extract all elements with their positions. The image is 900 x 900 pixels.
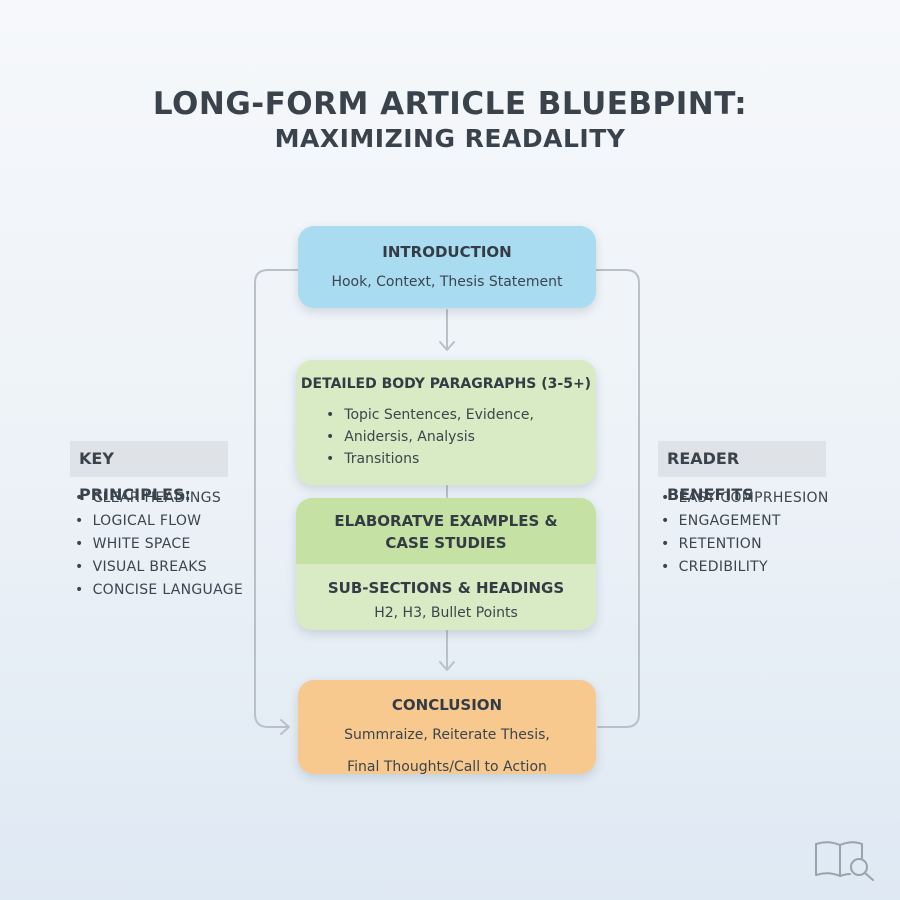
examples-header: ELABORATVE EXAMPLES & CASE STUDIES bbox=[296, 498, 596, 564]
key-principles-list: CLEAR HEADINGS LOGICAL FLOW WHITE SPACE … bbox=[75, 487, 243, 602]
examples-title-line2: CASE STUDIES bbox=[385, 534, 507, 552]
list-item: WHITE SPACE bbox=[75, 533, 243, 556]
body-paragraphs-list: Topic Sentences, Evidence, Anidersis, An… bbox=[326, 404, 596, 470]
list-item: CLEAR HEADINGS bbox=[75, 487, 243, 510]
body-paragraphs-box: DETAILED BODY PARAGRAPHS (3-5+) Topic Se… bbox=[296, 360, 596, 485]
arrowhead-intro-to-body bbox=[439, 341, 455, 351]
introduction-subtitle: Hook, Context, Thesis Statement bbox=[331, 274, 563, 290]
right-loop-connector bbox=[595, 269, 640, 728]
list-item: Transitions bbox=[326, 448, 596, 470]
left-loop-arrowhead bbox=[280, 719, 290, 735]
key-principles-header: KEY PRINCIPLES: bbox=[70, 441, 228, 504]
conclusion-line2: Final Thoughts/Call to Action bbox=[347, 759, 547, 775]
examples-title-line1: ELABORATVE EXAMPLES & bbox=[334, 512, 558, 530]
book-magnifier-icon bbox=[815, 841, 874, 881]
reader-benefits-header: READER BENEFITS bbox=[658, 441, 826, 504]
page-title: LONG-FORM ARTICLE BLUEBPINT: bbox=[152, 86, 748, 122]
list-item: LOGICAL FLOW bbox=[75, 510, 243, 533]
list-item: CREDIBILITY bbox=[661, 556, 829, 579]
introduction-title: INTRODUCTION bbox=[382, 243, 512, 261]
list-item: VISUAL BREAKS bbox=[75, 556, 243, 579]
list-item: ENGAGEMENT bbox=[661, 510, 829, 533]
examples-box: ELABORATVE EXAMPLES & CASE STUDIES SUB-S… bbox=[296, 498, 596, 630]
reader-benefits-list: EASY COMPRHESION ENGAGEMENT RETENTION CR… bbox=[661, 487, 829, 579]
subsections-panel: SUB-SECTIONS & HEADINGS H2, H3, Bullet P… bbox=[296, 564, 596, 621]
list-item: EASY COMPRHESION bbox=[661, 487, 829, 510]
arrowhead-examples-to-conclusion bbox=[439, 661, 455, 671]
conclusion-box: CONCLUSION Summraize, Reiterate Thesis, … bbox=[298, 680, 596, 775]
list-item: RETENTION bbox=[661, 533, 829, 556]
conclusion-title: CONCLUSION bbox=[391, 696, 503, 714]
body-paragraphs-title: DETAILED BODY PARAGRAPHS (3-5+) bbox=[300, 376, 592, 392]
subsections-title: SUB-SECTIONS & HEADINGS bbox=[327, 579, 565, 597]
list-item: CONCISE LANGUAGE bbox=[75, 579, 243, 602]
page-subtitle: MAXIMIZING READALITY bbox=[274, 124, 626, 153]
conclusion-line1: Summraize, Reiterate Thesis, bbox=[344, 727, 550, 743]
list-item: Topic Sentences, Evidence, bbox=[326, 404, 596, 426]
introduction-box: INTRODUCTION Hook, Context, Thesis State… bbox=[298, 226, 596, 308]
left-loop-connector bbox=[254, 269, 299, 728]
list-item: Anidersis, Analysis bbox=[326, 426, 596, 448]
subsections-detail: H2, H3, Bullet Points bbox=[374, 605, 518, 621]
